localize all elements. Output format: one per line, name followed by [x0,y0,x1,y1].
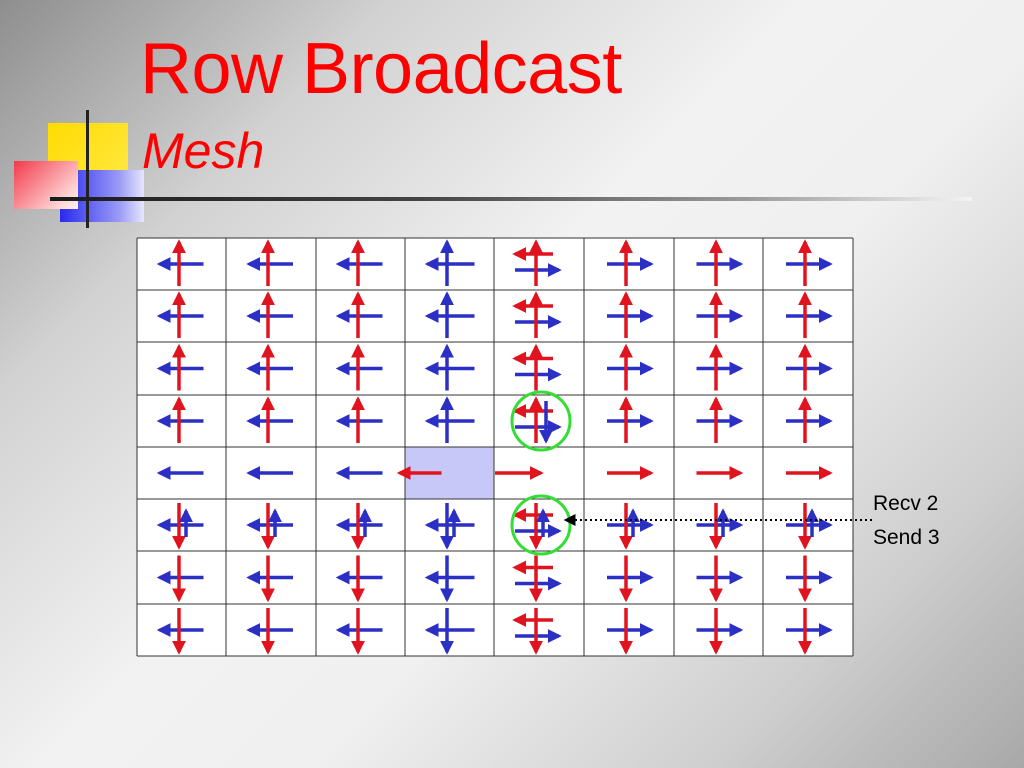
logo-vertical-line [86,110,89,228]
title-divider [50,197,972,201]
slide-title: Row Broadcast [140,29,622,109]
decorative-logo [0,0,150,230]
logo-pink-square [14,161,78,209]
highlight-circle-0 [510,390,572,452]
annotation-send: Send 3 [873,526,940,549]
annotation-recv: Recv 2 [873,492,939,515]
slide-subtitle: Mesh [142,123,265,179]
